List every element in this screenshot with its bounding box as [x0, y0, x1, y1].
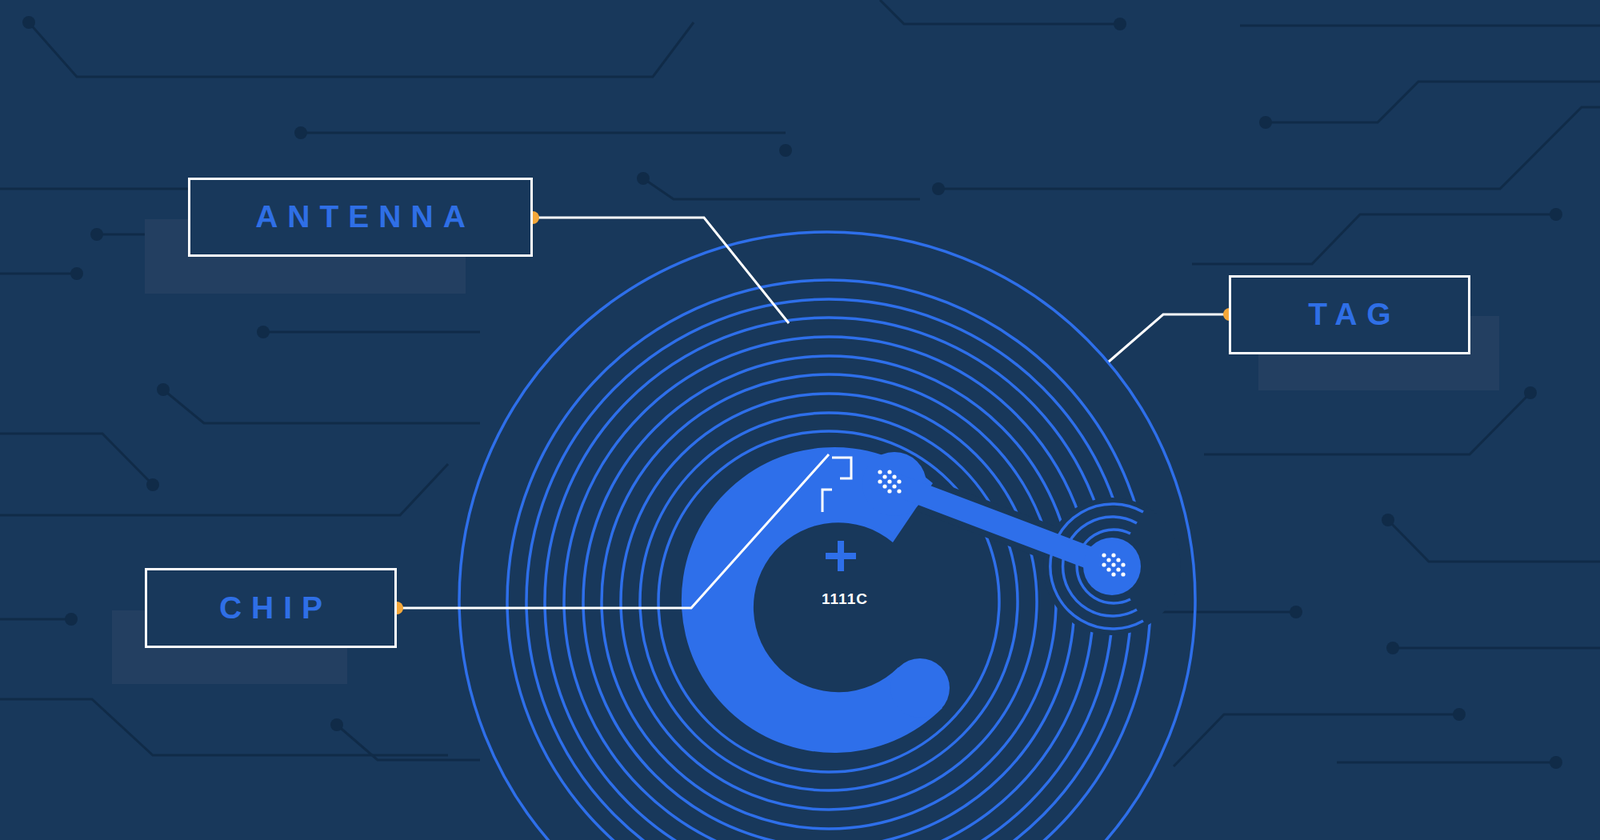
pad-coil-arcs [1050, 504, 1144, 629]
chip-marking: 1111C [821, 590, 868, 608]
contact-dots [877, 469, 1125, 576]
chip-brackets [822, 457, 852, 512]
chip [681, 447, 1141, 753]
coil-clearing [894, 484, 1181, 636]
plus-symbol [825, 540, 856, 572]
circuit-traces [0, 0, 1600, 767]
callout-box: CHIP [144, 568, 397, 648]
callout-box: TAG [1228, 275, 1471, 355]
leader-dots [390, 211, 1236, 615]
trace-dots [22, 16, 1563, 769]
part-name: ANTENNA [245, 200, 476, 235]
part-name: CHIP [209, 591, 332, 626]
callout-box: ANTENNA [188, 177, 533, 257]
part-name: TAG [1298, 297, 1400, 332]
tag-outline [459, 232, 1196, 840]
leader-lines [396, 217, 1230, 608]
